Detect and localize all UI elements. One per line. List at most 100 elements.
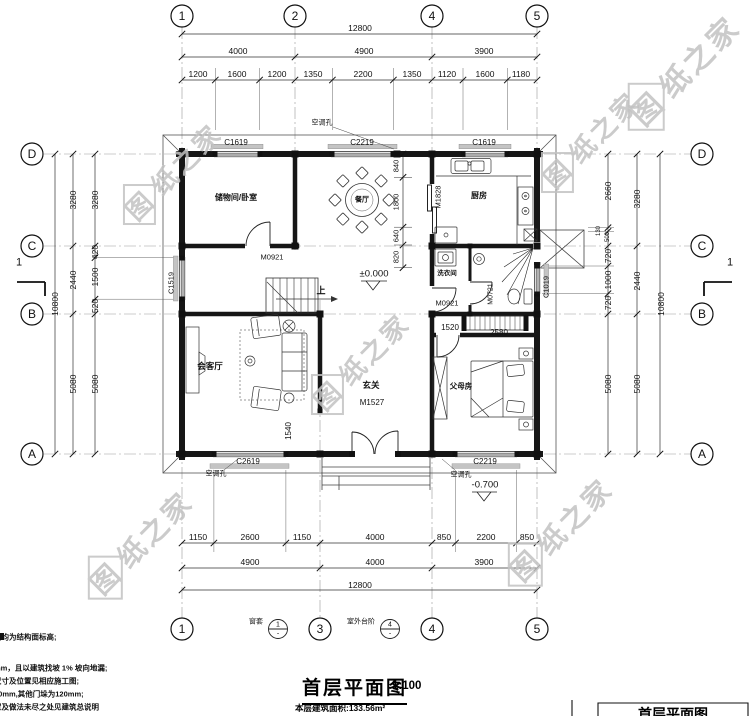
- column: [533, 310, 541, 318]
- dining-chair: [336, 174, 350, 188]
- door-label-m0721: M0721: [487, 283, 495, 305]
- notes-bullet: [0, 633, 4, 640]
- window-c2219-top: [327, 143, 398, 158]
- window-label-c1019: C1019: [541, 275, 551, 299]
- doors: [245, 184, 534, 455]
- door-label-m1527: M1527: [359, 398, 385, 407]
- door-label-m0921-laundry: M0921: [435, 298, 459, 308]
- grid-marker-circle: [283, 4, 307, 28]
- dim-top-total: 12800: [348, 22, 372, 33]
- column: [291, 242, 299, 250]
- dim-top-seg-1: 4000: [228, 45, 248, 56]
- annot-detail-4-dash: -: [388, 630, 392, 638]
- column: [257, 151, 263, 157]
- dim-left-2440: 2440: [67, 270, 78, 290]
- rug: [239, 329, 305, 401]
- column: [534, 291, 540, 297]
- pillow-bottom: [506, 400, 525, 414]
- dim-left-10800: 10800: [49, 292, 60, 316]
- door-m1527-leaf-right: [374, 430, 399, 455]
- grid-marker-circle: [170, 4, 194, 28]
- grid-marker-circle: [308, 617, 332, 641]
- section-marks: [17, 281, 732, 296]
- grid-marker-circle: [20, 302, 44, 326]
- dim-bottom-sub-2: 2600: [240, 531, 260, 542]
- sofa-long: [281, 332, 308, 392]
- column: [467, 243, 473, 249]
- grid-marker-5-bottom: 5: [533, 622, 541, 636]
- grid-marker-b-left: B: [27, 307, 37, 321]
- window-c1519: [173, 255, 186, 302]
- dim-top-sub-2: 1600: [227, 68, 247, 79]
- plant-top: [282, 319, 296, 333]
- door-m0721: [469, 281, 493, 305]
- dim-left-5080-b: 5080: [89, 374, 100, 394]
- dim-top-sub-5: 2200: [353, 68, 373, 79]
- dim-top-seg-2: 4900: [354, 45, 374, 56]
- detail-circles: [268, 619, 400, 639]
- columns: [178, 150, 541, 458]
- nightstand-bottom: [518, 418, 534, 431]
- room-label-kitchen: 厨房: [471, 191, 487, 200]
- leader-lines: [223, 126, 456, 471]
- dim-top-sub-8: 1600: [475, 68, 495, 79]
- eave-outline: [162, 134, 557, 474]
- grid-marker-3-bottom: 3: [316, 622, 324, 636]
- dim-right-2440: 2440: [631, 271, 642, 291]
- titleblock-lines: [571, 700, 749, 716]
- dim-bottom-sub-5: 850: [436, 531, 452, 542]
- entry-steps: [321, 458, 431, 490]
- section-mark-1-right: 1: [726, 256, 734, 269]
- windows: [173, 143, 549, 469]
- dim-bottom-seg-1: 4900: [240, 556, 260, 567]
- column: [428, 450, 436, 458]
- dim-left-3280-a: 3280: [67, 190, 78, 210]
- dim-bottom-sub-6: 2200: [476, 531, 496, 542]
- kitchen-fridge: [434, 226, 458, 244]
- ac-hole-label-bottom-left: 空调孔: [205, 470, 227, 478]
- furniture-bedroom: [432, 347, 534, 431]
- grid-marker-circle: [420, 617, 444, 641]
- column: [395, 451, 401, 457]
- grid-marker-circle: [690, 442, 714, 466]
- window-c1019: [533, 263, 549, 296]
- column: [179, 296, 185, 302]
- window-c1619-left: [210, 143, 264, 158]
- elevation-symbols: [361, 280, 497, 502]
- dimension-lines: [54, 33, 661, 591]
- dim-right-720-b: 720: [602, 295, 613, 311]
- dim-bottom-sub-1: 1150: [188, 531, 208, 542]
- door-m1828-sliding: [427, 184, 437, 234]
- column: [533, 450, 541, 458]
- dim-1540: 1540: [284, 422, 293, 440]
- dim-top-seg-3: 3900: [474, 45, 494, 56]
- dim-1520: 1520: [441, 323, 459, 332]
- furniture-kitchen: [434, 158, 538, 245]
- grid-marker-c-right: C: [697, 239, 707, 253]
- drawing-scale: 1:100: [392, 680, 422, 692]
- dim-bottom-sub-4: 4000: [365, 531, 385, 542]
- grid-marker-circle: [525, 4, 549, 28]
- dim-inner-840: 840: [391, 159, 401, 173]
- column: [514, 451, 520, 457]
- window-c1619-right: [458, 143, 512, 158]
- dim-right-10800: 10800: [655, 292, 666, 316]
- grid-marker-circle: [690, 234, 714, 258]
- dim-right-130: 130: [596, 225, 602, 237]
- pillow-top: [506, 363, 525, 377]
- dim-top-sub-7: 1120: [437, 68, 457, 79]
- grid-marker-circle: [20, 142, 44, 166]
- sofa-single-top: [250, 314, 282, 339]
- furniture-living: [185, 314, 308, 411]
- column: [390, 151, 396, 157]
- column: [467, 311, 473, 317]
- annot-detail-1-num: 1: [276, 621, 280, 629]
- elevation-zero: ±0.000: [359, 268, 389, 280]
- column: [179, 255, 185, 261]
- grid-marker-circle: [170, 617, 194, 641]
- column: [317, 408, 323, 414]
- coffee-table: [244, 355, 256, 367]
- dining-chair: [374, 174, 388, 188]
- grid-marker-b-right: B: [697, 307, 707, 321]
